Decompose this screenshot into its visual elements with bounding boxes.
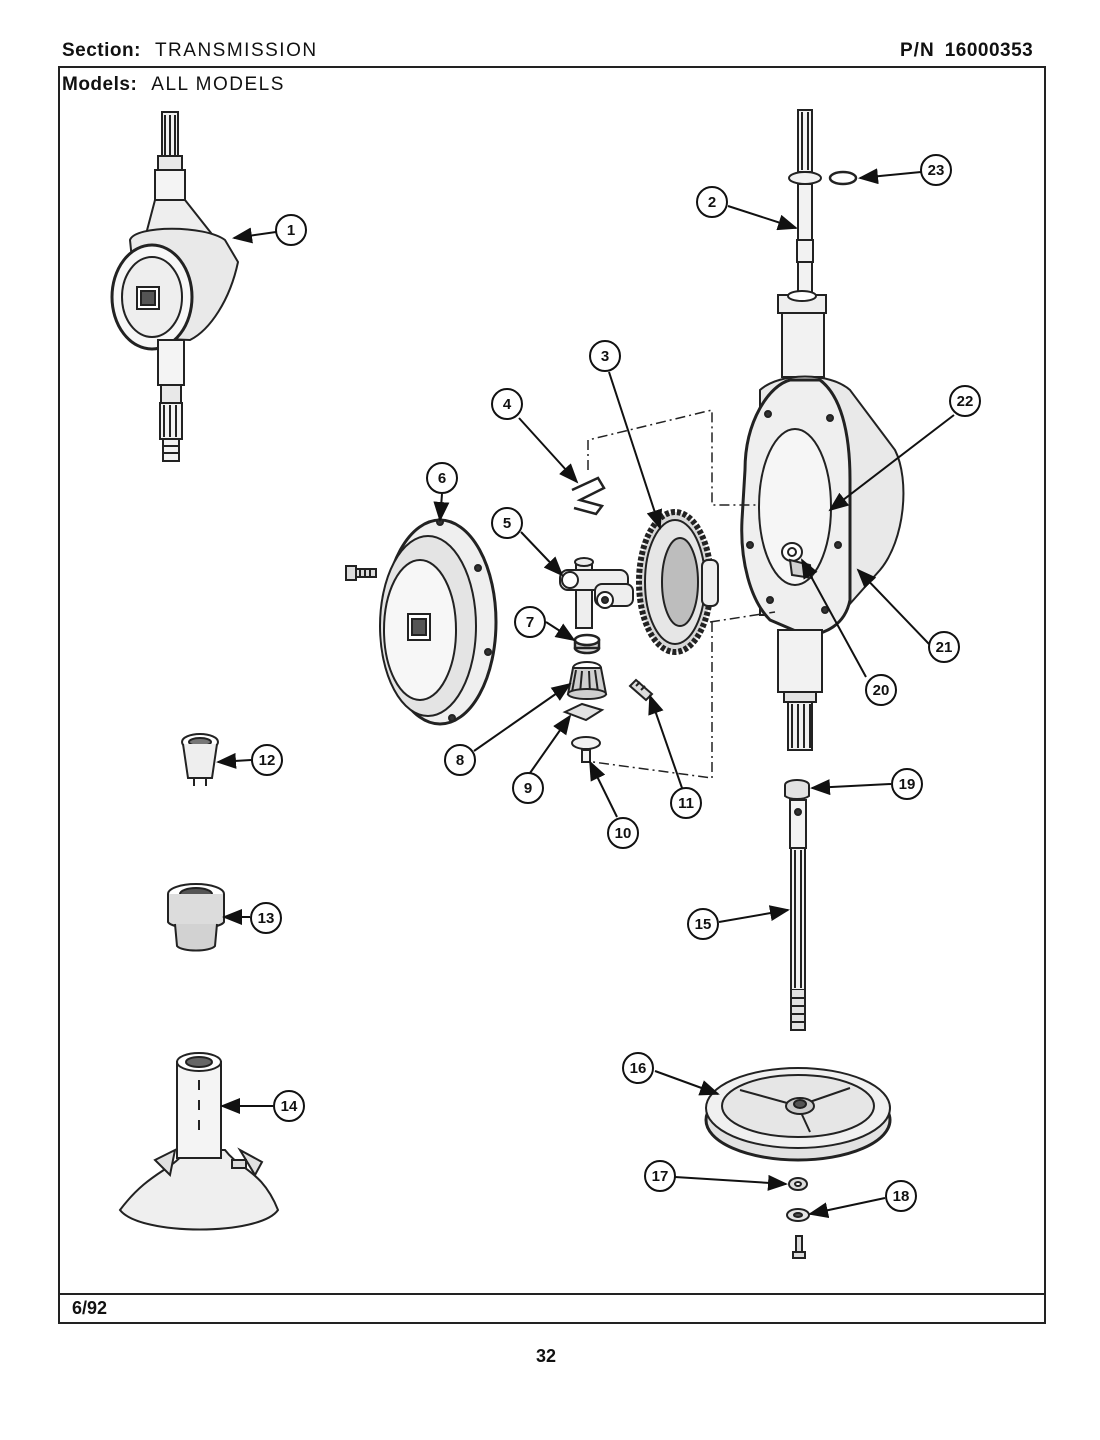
callout-6: 6 <box>426 462 458 494</box>
svg-text:19: 19 <box>899 776 916 793</box>
svg-text:14: 14 <box>281 1098 298 1115</box>
svg-text:11: 11 <box>678 795 694 812</box>
callout-14: 14 <box>273 1090 305 1122</box>
svg-text:21: 21 <box>936 639 953 656</box>
callout-19: 19 <box>891 768 923 800</box>
part-number-value: 16000353 <box>944 40 1034 61</box>
callout-13: 13 <box>250 902 282 934</box>
callout-11: 11 <box>670 787 702 819</box>
diagram-frame <box>58 66 1046 1324</box>
svg-text:16: 16 <box>630 1060 647 1077</box>
callout-9: 9 <box>512 772 544 804</box>
part-19-seal <box>784 779 810 800</box>
callout-16: 16 <box>622 1052 654 1084</box>
svg-text:13: 13 <box>258 910 275 927</box>
svg-text:12: 12 <box>259 752 276 769</box>
part-18-nut <box>786 1208 810 1222</box>
footer-divider <box>58 1293 1046 1295</box>
callout-21: 21 <box>928 631 960 663</box>
part-13-bearing-sleeve <box>167 883 225 952</box>
part-5-crank-assembly <box>559 557 634 629</box>
callout-8: 8 <box>444 744 476 776</box>
part-11-pin <box>628 678 654 702</box>
callout-5: 5 <box>491 507 523 539</box>
part-7-bearing <box>573 633 601 655</box>
svg-text:2: 2 <box>708 194 716 211</box>
part-8-pinion-gear <box>566 661 608 700</box>
part-6-cover <box>379 518 498 726</box>
section-heading: Section: TRANSMISSION <box>62 40 318 62</box>
cover-screw <box>345 565 377 581</box>
part-23-o-ring <box>828 170 858 186</box>
callout-10: 10 <box>607 817 639 849</box>
part-17-washer <box>788 1177 808 1191</box>
svg-text:18: 18 <box>893 1188 910 1205</box>
svg-text:10: 10 <box>615 825 632 842</box>
models-heading: Models: ALL MODELS <box>62 74 285 96</box>
svg-text:5: 5 <box>503 515 511 532</box>
part-2-shaft <box>788 109 822 335</box>
callout-17: 17 <box>644 1160 676 1192</box>
part-10-washer <box>571 736 601 763</box>
part-16-pulley <box>704 1067 892 1162</box>
callouts: 1 2 3 4 5 6 7 8 9 10 11 12 13 14 15 16 1… <box>250 154 981 1212</box>
svg-text:9: 9 <box>524 780 532 797</box>
svg-text:15: 15 <box>695 916 712 933</box>
svg-text:17: 17 <box>652 1168 669 1185</box>
part-number-label: P/N <box>900 40 935 61</box>
svg-text:20: 20 <box>873 682 890 699</box>
callout-22: 22 <box>949 385 981 417</box>
svg-text:23: 23 <box>928 162 945 179</box>
svg-text:8: 8 <box>456 752 464 769</box>
svg-text:22: 22 <box>957 393 974 410</box>
models-label: Models: <box>62 74 138 95</box>
part-14-agitator-base <box>118 1052 280 1231</box>
callout-12: 12 <box>251 744 283 776</box>
callout-7: 7 <box>514 606 546 638</box>
section-label: Section: <box>62 40 141 61</box>
section-value: TRANSMISSION <box>154 40 318 61</box>
callout-3: 3 <box>589 340 621 372</box>
svg-text:4: 4 <box>503 396 512 413</box>
leader-lines <box>216 168 955 1219</box>
part-number-heading: P/N 16000353 <box>900 40 1033 62</box>
callout-15: 15 <box>687 908 719 940</box>
part-1-transmission-assembly <box>110 111 240 462</box>
part-12-bushing <box>181 733 219 786</box>
svg-text:1: 1 <box>287 222 295 239</box>
svg-text:7: 7 <box>526 614 534 631</box>
pulley-bolt <box>792 1235 806 1259</box>
models-value: ALL MODELS <box>151 74 285 95</box>
assembly-guide-lines <box>587 409 776 779</box>
callout-18: 18 <box>885 1180 917 1212</box>
part-15-drive-shaft <box>789 799 807 1031</box>
svg-text:6: 6 <box>438 470 446 487</box>
callout-23: 23 <box>920 154 952 186</box>
part-4-spring-clip <box>571 476 606 516</box>
page-number: 32 <box>536 1346 557 1366</box>
part-3-ring-gear <box>636 509 719 655</box>
part-9-key <box>562 702 605 722</box>
revision-date: 6/92 <box>72 1298 108 1318</box>
callout-20: 20 <box>865 674 897 706</box>
callout-2: 2 <box>696 186 728 218</box>
callout-1: 1 <box>275 214 307 246</box>
callout-4: 4 <box>491 388 523 420</box>
svg-text:3: 3 <box>601 348 609 365</box>
